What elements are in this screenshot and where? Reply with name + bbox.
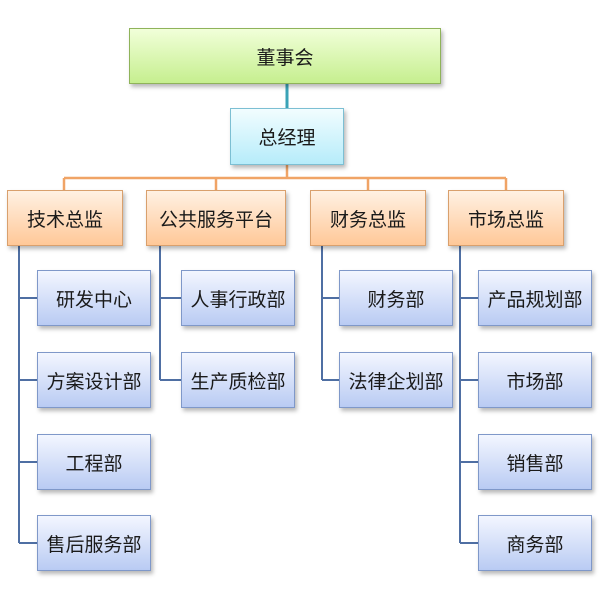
node-dept-product-planning: 产品规划部 <box>478 270 592 326</box>
node-dept-after-sales: 售后服务部 <box>37 515 151 571</box>
node-dept-sales: 销售部 <box>478 434 592 490</box>
node-dept-market: 市场部 <box>478 352 592 408</box>
node-dept-legal-planning: 法律企划部 <box>339 352 453 408</box>
node-division-market: 市场总监 <box>448 190 564 246</box>
node-dept-solution-design: 方案设计部 <box>37 352 151 408</box>
node-dept-engineering: 工程部 <box>37 434 151 490</box>
node-dept-business: 商务部 <box>478 515 592 571</box>
node-division-finance: 财务总监 <box>310 190 426 246</box>
node-division-tech: 技术总监 <box>7 190 123 246</box>
node-dept-quality-inspection: 生产质检部 <box>181 352 295 408</box>
node-dept-finance: 财务部 <box>339 270 453 326</box>
node-division-public-service: 公共服务平台 <box>146 190 286 246</box>
node-general-manager: 总经理 <box>230 108 344 165</box>
node-board: 董事会 <box>129 28 441 84</box>
node-dept-hr-admin: 人事行政部 <box>181 270 295 326</box>
node-dept-rd-center: 研发中心 <box>37 270 151 326</box>
